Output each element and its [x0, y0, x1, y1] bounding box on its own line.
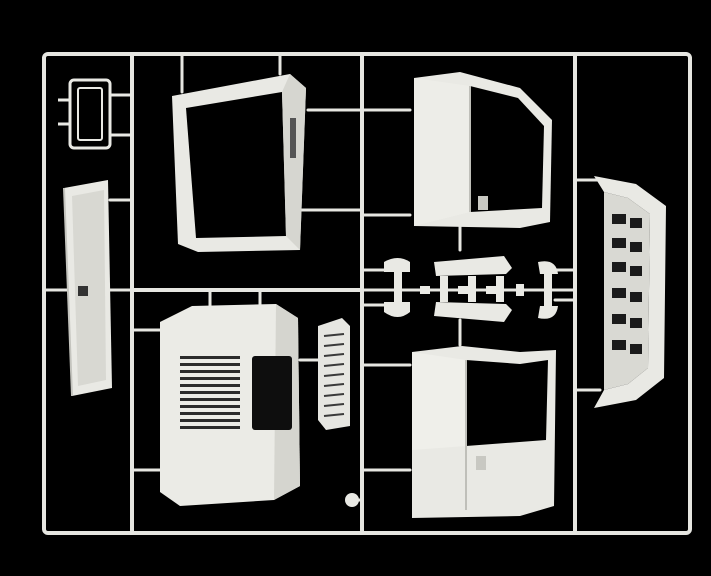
small-brackets	[384, 256, 558, 322]
rear-bumper	[63, 180, 112, 397]
hood	[160, 304, 300, 506]
front-grille	[594, 176, 666, 408]
vent-grille	[318, 318, 359, 507]
mirror	[58, 78, 132, 150]
upper-door-panel	[414, 72, 552, 228]
rear-window-frame	[172, 74, 306, 252]
lower-door-panel	[412, 346, 556, 518]
sprue-gates	[108, 52, 602, 502]
